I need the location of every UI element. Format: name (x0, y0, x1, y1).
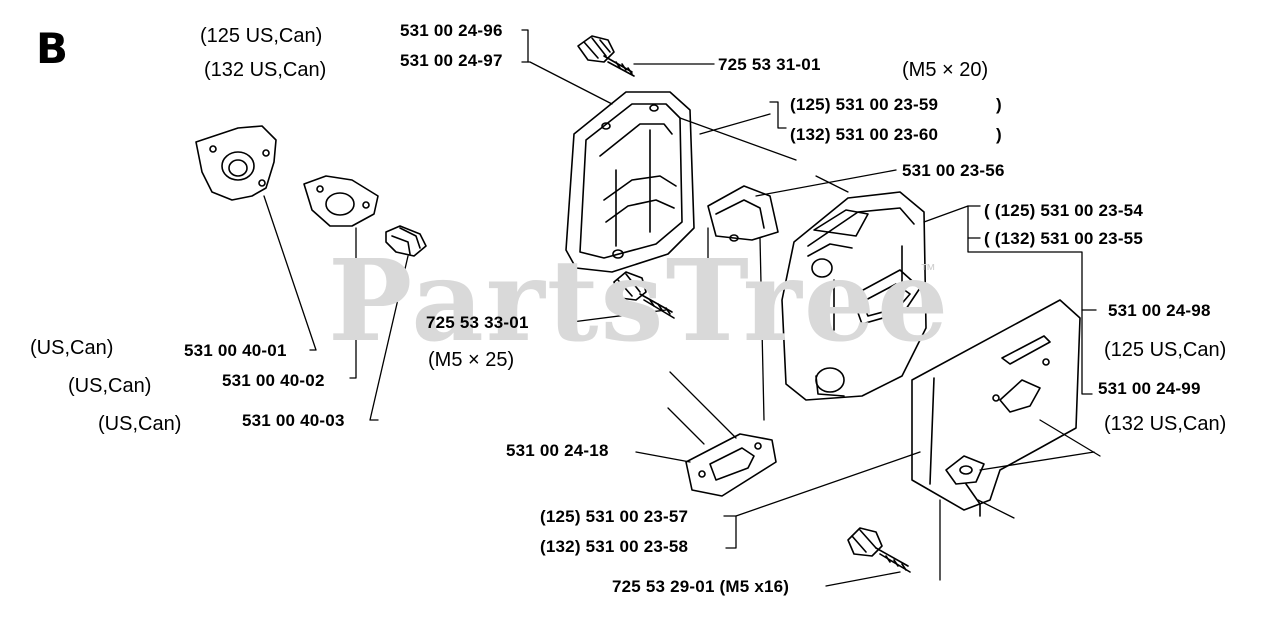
part-number-132-531002358[interactable]: (132) 531 00 23-58 (540, 537, 689, 556)
part-number-531002356[interactable]: 531 00 23-56 (902, 161, 1005, 180)
leader-lines (263, 29, 1101, 587)
paren-close-2: ) (996, 125, 1002, 144)
part-number-725533101[interactable]: 725 53 31-01 (718, 55, 821, 74)
muffler-body-part (781, 191, 927, 401)
exhaust-gasket-part (685, 433, 777, 497)
intake-plate-part (195, 125, 277, 201)
note-125-us-can: (125 US,Can) (200, 25, 323, 47)
part-number-531002496[interactable]: 531 00 24-96 (400, 21, 503, 40)
part-number-531004003[interactable]: 531 00 40-03 (242, 411, 345, 430)
note-132-us-can: (132 US,Can) (204, 59, 327, 81)
gasket-part (303, 175, 379, 227)
part-number-132-531002355[interactable]: ( (132) 531 00 23-55 (984, 229, 1143, 248)
note-m5x20: (M5 × 20) (902, 59, 989, 81)
note-us-can-2: (US,Can) (68, 375, 152, 397)
nut-part (385, 225, 427, 257)
paren-close-1: ) (996, 95, 1002, 114)
note-us-can-3: (US,Can) (98, 413, 182, 435)
note-us-can-1: (US,Can) (30, 337, 114, 359)
note-125-us-can-right: (125 US,Can) (1104, 339, 1227, 361)
part-number-531002418[interactable]: 531 00 24-18 (506, 441, 609, 460)
part-number-125-531002357[interactable]: (125) 531 00 23-57 (540, 507, 689, 526)
part-number-125-531002359[interactable]: (125) 531 00 23-59 (790, 95, 939, 114)
part-number-531002498[interactable]: 531 00 24-98 (1108, 301, 1211, 320)
screw-middle-part (613, 271, 675, 319)
watermark-trademark: ™ (920, 262, 936, 279)
part-number-531004001[interactable]: 531 00 40-01 (184, 341, 287, 360)
screw-top-part (577, 35, 635, 77)
part-number-132-531002360[interactable]: (132) 531 00 23-60 (790, 125, 939, 144)
note-m5x25: (M5 × 25) (428, 349, 515, 371)
screw-bottom-part (847, 527, 911, 573)
watermark: PartsTree (328, 236, 951, 367)
part-number-725532901[interactable]: 725 53 29-01 (M5 x16) (612, 577, 790, 596)
note-132-us-can-right: (132 US,Can) (1104, 413, 1227, 435)
muffler-cover-part (565, 91, 695, 273)
baffle-bracket-part (707, 185, 779, 242)
part-number-725533301[interactable]: 725 53 33-01 (426, 313, 529, 332)
part-number-531004002[interactable]: 531 00 40-02 (222, 371, 325, 390)
section-letter: B (36, 24, 69, 73)
heat-shield-part (911, 299, 1081, 517)
part-number-125-531002354[interactable]: ( (125) 531 00 23-54 (984, 201, 1143, 220)
part-number-531002497[interactable]: 531 00 24-97 (400, 51, 503, 70)
part-number-531002499[interactable]: 531 00 24-99 (1098, 379, 1201, 398)
